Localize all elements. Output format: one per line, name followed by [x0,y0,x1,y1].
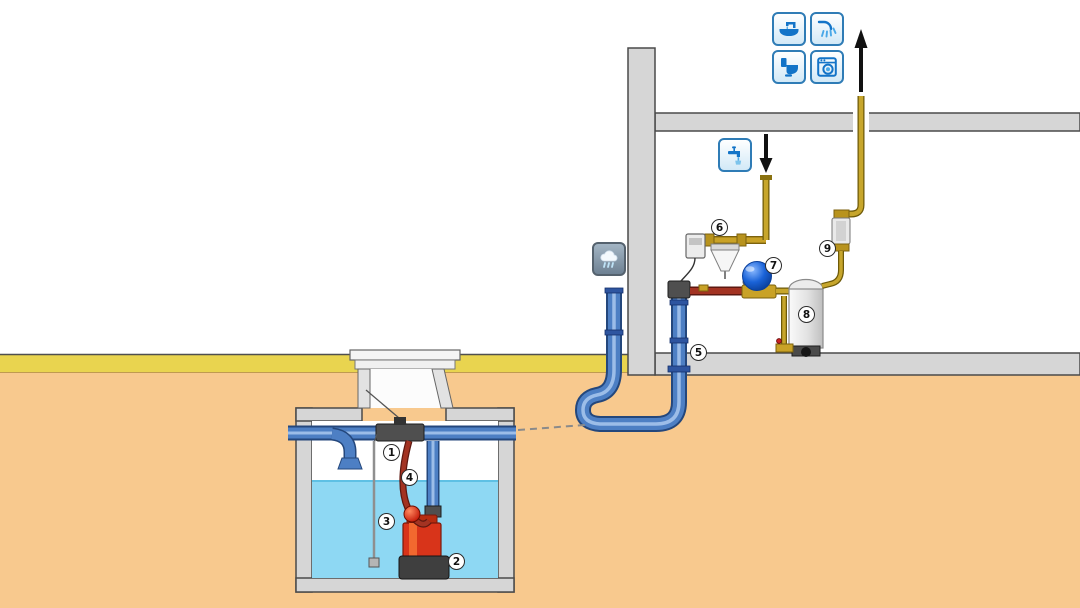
indoor-installation [667,96,869,357]
suction-unit [375,417,425,442]
float-ball [403,505,421,523]
washbasin-icon [772,12,806,46]
marker-4: 4 [401,469,418,486]
ground [0,353,1080,608]
riser-top-fitting [667,280,691,299]
pressure-pump-unit [741,261,792,299]
marker-8: 8 [798,306,815,323]
tap-supply-pipe [760,175,772,240]
extraction-hose [399,440,432,528]
shower-glyph [817,20,837,38]
marker-5: 5 [690,344,707,361]
marker-5-label: 5 [694,346,703,359]
rain-cloud-glyph [600,250,618,268]
controller-box [680,233,706,282]
manhole-shaft [349,349,461,430]
marker-9-label: 9 [823,242,832,255]
marker-3: 3 [378,513,395,530]
washing-machine-icon [810,50,844,84]
floor-slab [654,352,1080,376]
shower-icon [810,12,844,46]
arrow-down-icon [759,134,773,173]
toilet-icon [772,50,806,84]
washing-machine-glyph [817,57,837,77]
marker-7: 7 [765,257,782,274]
pressure-tank [775,278,824,357]
tap-icon [718,138,752,172]
marker-2-label: 2 [452,555,461,568]
fine-filter [702,233,766,279]
marker-1: 1 [383,444,400,461]
marker-6: 6 [711,219,728,236]
flow-arrows [759,29,868,173]
arrow-up-icon [854,29,868,92]
marker-9: 9 [819,240,836,257]
exterior-wall [627,47,656,376]
marker-2: 2 [448,553,465,570]
calmed-inlet [337,457,363,470]
inline-filter-riser [821,96,869,289]
building-structure [627,47,1080,376]
marker-4-label: 4 [405,471,414,484]
marker-1-label: 1 [387,446,396,459]
filter-funnel [710,249,740,272]
toilet-glyph [781,58,798,77]
washbasin-glyph [779,22,799,36]
marker-8-label: 8 [802,308,811,321]
marker-3-label: 3 [382,515,391,528]
level-sensor-rod [368,433,380,568]
marker-7-label: 7 [769,259,778,272]
downpipe-and-supply-run [575,287,691,432]
tap-glyph [728,146,742,165]
rain-cloud-icon [592,242,626,276]
marker-6-label: 6 [715,221,724,234]
